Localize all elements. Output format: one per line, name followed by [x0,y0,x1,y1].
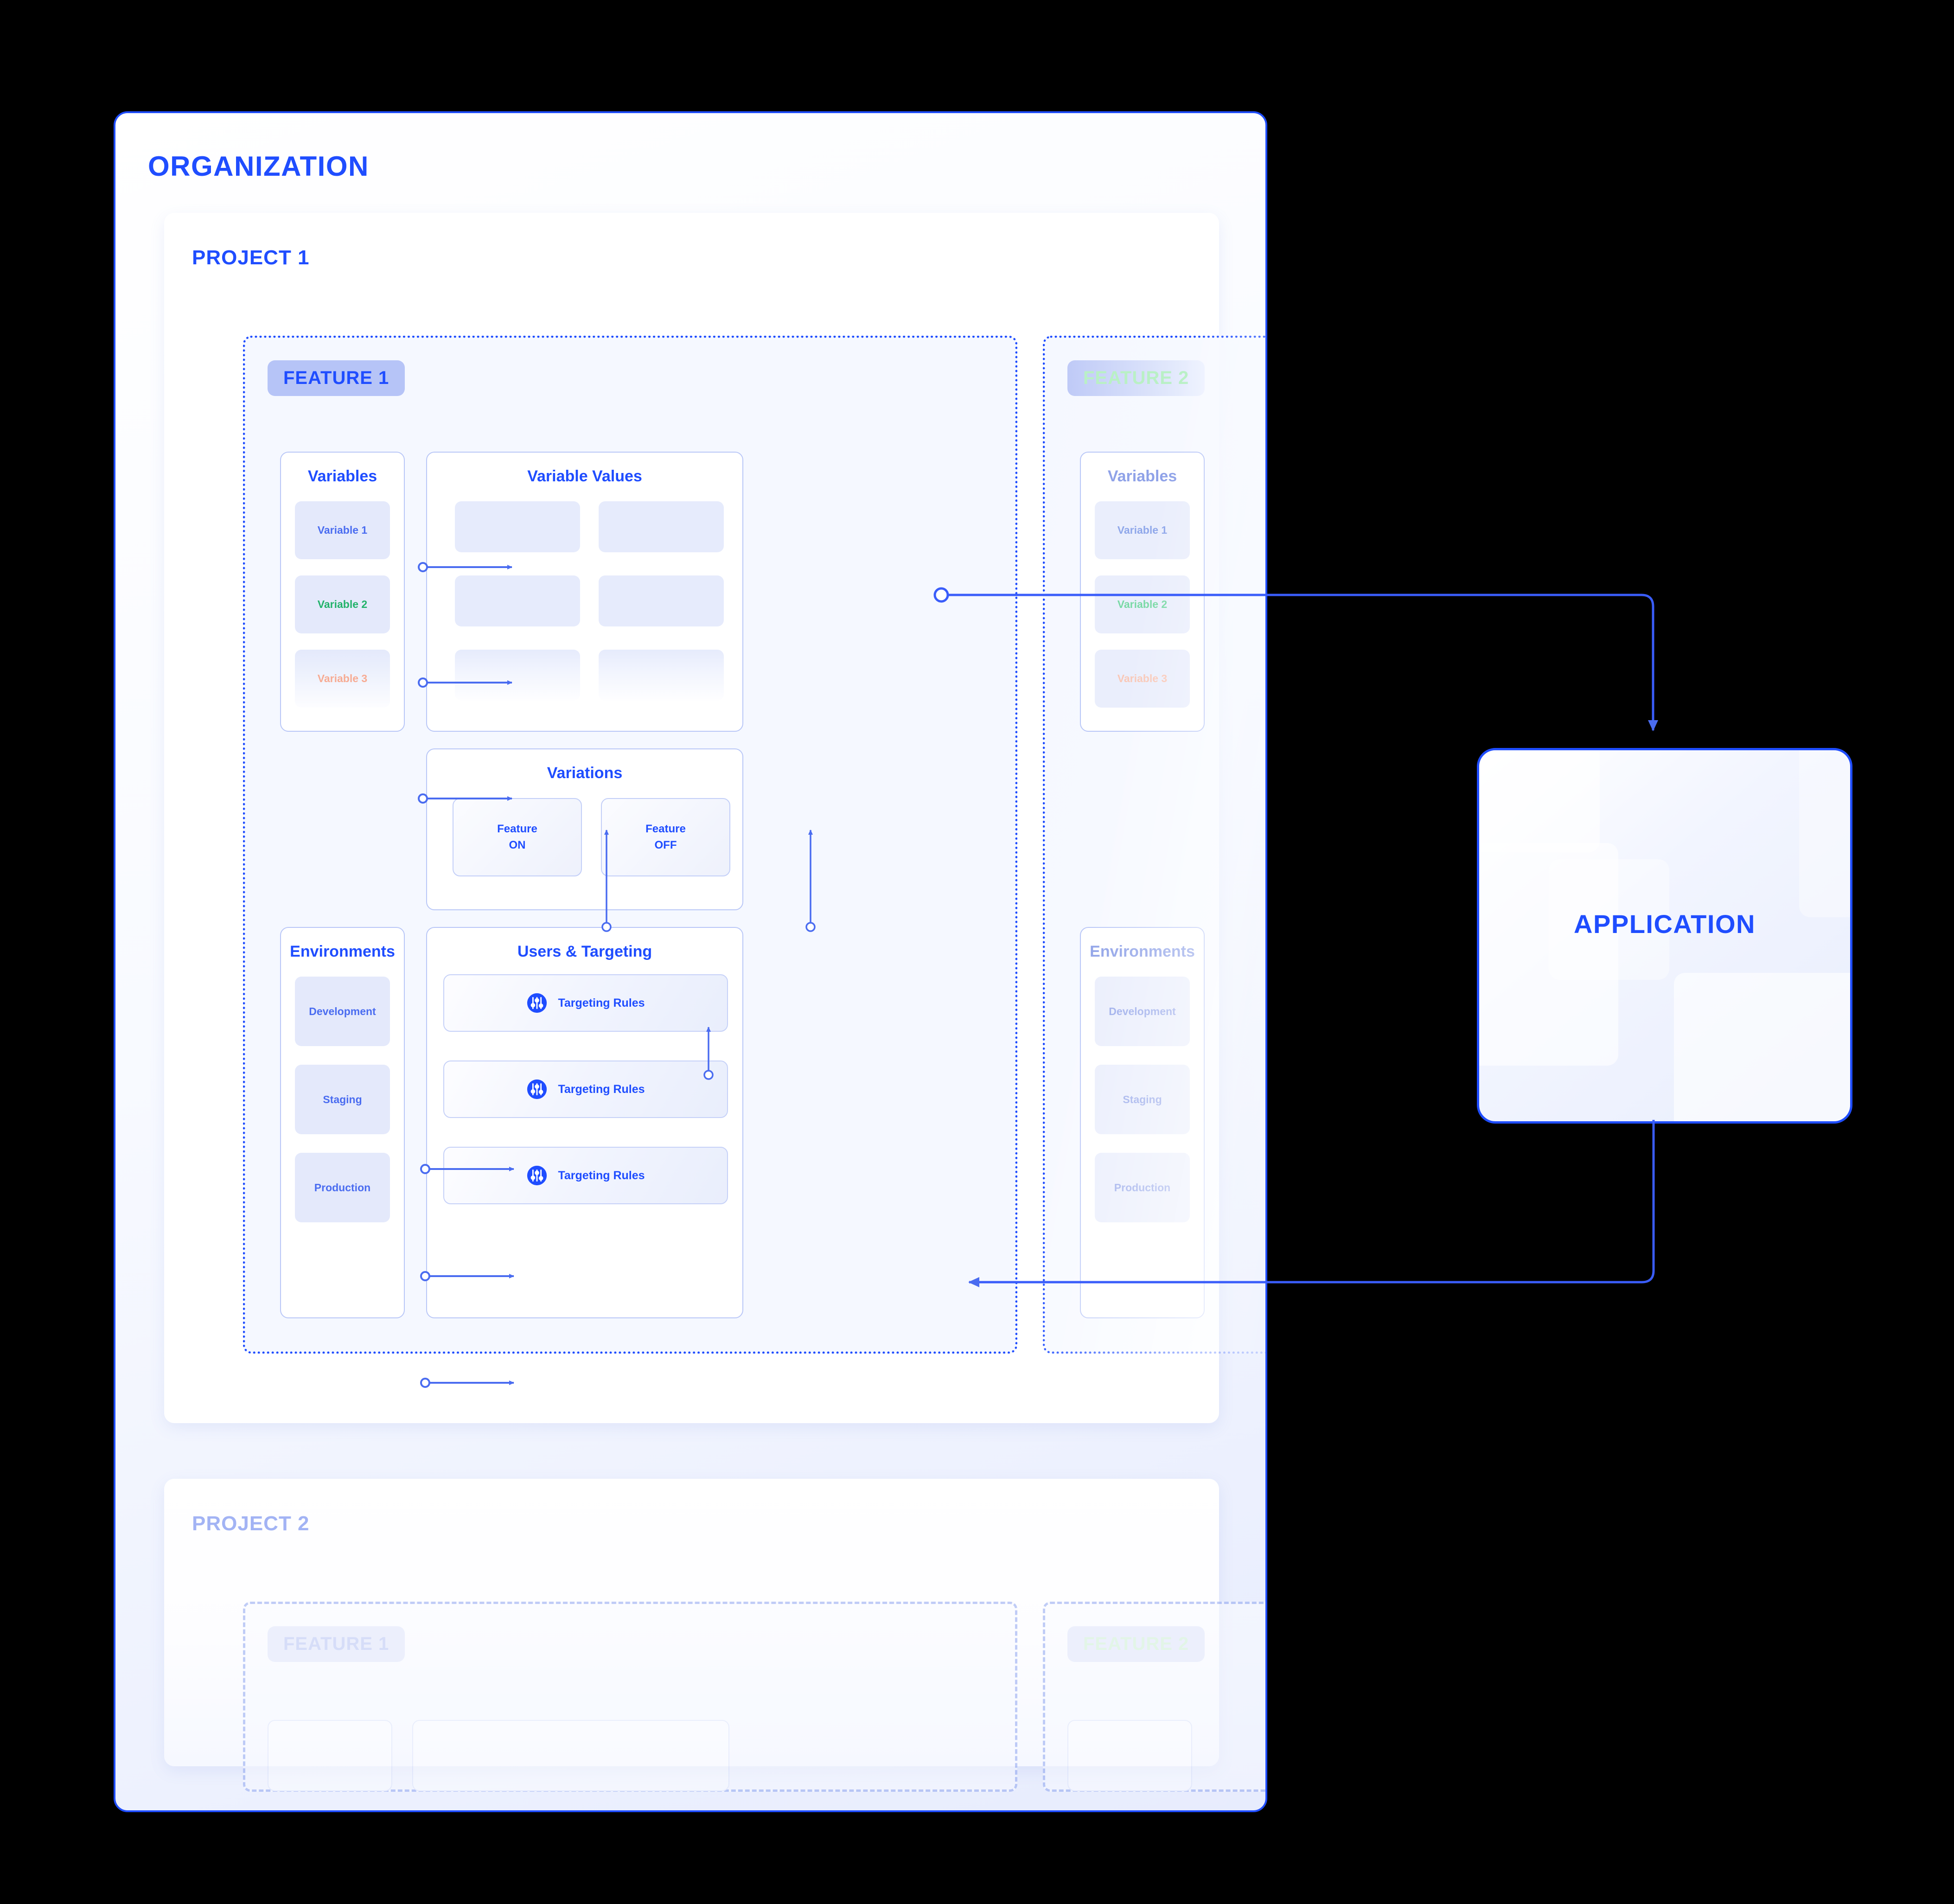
application-decoration [1479,750,1600,852]
project-2-feature-1-panel: FEATURE 1 [243,1602,1017,1792]
variation-feature-on[interactable]: Feature ON [453,798,582,876]
project-2-panel: PROJECT 2 FEATURE 1 FEATURE 2 [164,1479,1265,1792]
sliders-icon [527,1079,547,1099]
feature-2-environments-card: Environments Development Staging Product… [1080,927,1205,1318]
sliders-icon [527,993,547,1013]
organization-title: ORGANIZATION [148,151,369,182]
targeting-rules-label: Targeting Rules [558,996,645,1010]
feature-2-environment-staging[interactable]: Staging [1095,1065,1190,1134]
targeting-rules-row[interactable]: Targeting Rules [443,974,728,1032]
feature-2-variables-card: Variables Variable 1 Variable 2 Variable… [1080,452,1205,732]
organization-container: ORGANIZATION PROJECT 1 FEATURE 1 Variabl… [114,111,1267,1812]
project-2-feature-2-panel: FEATURE 2 [1043,1602,1265,1792]
variation-off-line1: Feature [645,822,686,835]
feature-2-environment-production[interactable]: Production [1095,1153,1190,1222]
variable-value-cell[interactable] [455,650,580,701]
variable-values-card-title: Variable Values [527,467,642,485]
project-1-panel: PROJECT 1 FEATURE 1 Variables Variable 1… [164,213,1265,1423]
users-targeting-card: Users & Targeting Targeting Rules [426,927,743,1318]
environment-development[interactable]: Development [295,977,390,1046]
variable-item-2[interactable]: Variable 2 [295,575,390,633]
feature-2-panel: FEATURE 2 Variables Variable 1 Variable … [1043,336,1265,1354]
application-title: APPLICATION [1574,909,1756,939]
targeting-rules-label: Targeting Rules [558,1082,645,1096]
project-2-feature-1-badge: FEATURE 1 [268,1626,405,1662]
application-decoration [1799,750,1850,917]
feature-2-variables-title: Variables [1107,467,1177,485]
targeting-rules-label: Targeting Rules [558,1169,645,1182]
application-decoration [1674,973,1850,1121]
variable-value-cell[interactable] [599,575,724,626]
users-targeting-card-title: Users & Targeting [517,943,652,960]
sliders-icon [527,1165,547,1186]
variations-card-title: Variations [547,764,623,782]
application-decoration [1549,859,1669,980]
variables-card-title: Variables [307,467,377,485]
variable-item-3[interactable]: Variable 3 [295,650,390,708]
feature-2-variable-item-2[interactable]: Variable 2 [1095,575,1190,633]
variable-values-card: Variable Values [426,452,743,732]
variations-card: Variations Feature ON Feature OFF [426,748,743,910]
variables-card: Variables Variable 1 Variable 2 Variable… [280,452,405,732]
variation-on-line1: Feature [497,822,537,835]
variable-value-cell[interactable] [455,501,580,552]
feature-2-environment-development[interactable]: Development [1095,977,1190,1046]
project-1-title: PROJECT 1 [192,246,310,269]
feature-2-environments-title: Environments [1090,943,1195,960]
variation-on-line2: ON [509,838,526,851]
project-2-mini-card [1067,1720,1192,1791]
project-2-feature-2-badge: FEATURE 2 [1067,1626,1205,1662]
environments-card: Environments Development Staging Product… [280,927,405,1318]
variation-off-line2: OFF [654,838,677,851]
variable-value-cell[interactable] [599,501,724,552]
variable-value-cell[interactable] [455,575,580,626]
targeting-rules-row[interactable]: Targeting Rules [443,1147,728,1204]
feature-2-variable-item-1[interactable]: Variable 1 [1095,501,1190,559]
application-container: APPLICATION [1477,748,1852,1124]
targeting-rules-row[interactable]: Targeting Rules [443,1061,728,1118]
feature-2-badge: FEATURE 2 [1067,360,1205,396]
project-2-title: PROJECT 2 [192,1512,310,1535]
feature-1-panel: FEATURE 1 Variables Variable 1 Variable … [243,336,1017,1354]
variable-item-1[interactable]: Variable 1 [295,501,390,559]
project-2-mini-card [268,1720,392,1791]
project-2-mini-card [412,1720,729,1791]
variable-value-cell[interactable] [599,650,724,701]
environments-card-title: Environments [290,943,395,960]
feature-1-badge: FEATURE 1 [268,360,405,396]
application-decoration [1479,843,1618,1066]
environment-staging[interactable]: Staging [295,1065,390,1134]
feature-2-variable-item-3[interactable]: Variable 3 [1095,650,1190,708]
environment-production[interactable]: Production [295,1153,390,1222]
variation-feature-off[interactable]: Feature OFF [601,798,730,876]
